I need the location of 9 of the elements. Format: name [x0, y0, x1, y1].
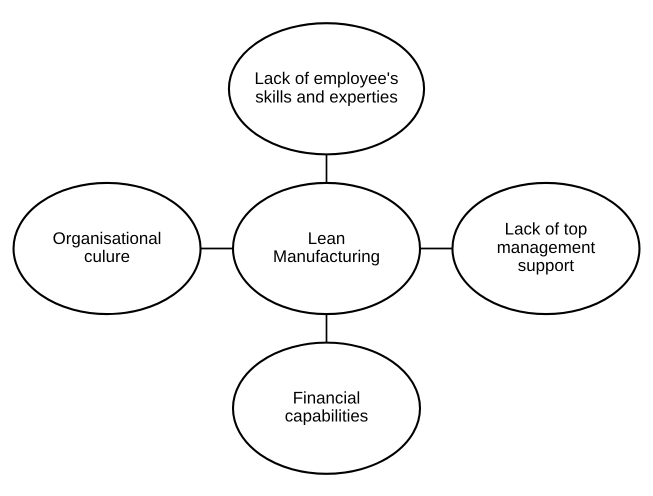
connector: [420, 247, 452, 249]
node-ellipse: Lack of employee's skills and experties: [228, 22, 426, 155]
node-ellipse: Organisational culure: [12, 181, 202, 315]
connector: [200, 247, 233, 249]
node-ellipse: Lack of top management support: [451, 181, 640, 315]
connector: [326, 154, 328, 182]
node-ellipse: Financial capabilities: [232, 341, 422, 474]
connector: [326, 314, 328, 342]
node-ellipse: Lean Manufacturing: [232, 181, 422, 315]
